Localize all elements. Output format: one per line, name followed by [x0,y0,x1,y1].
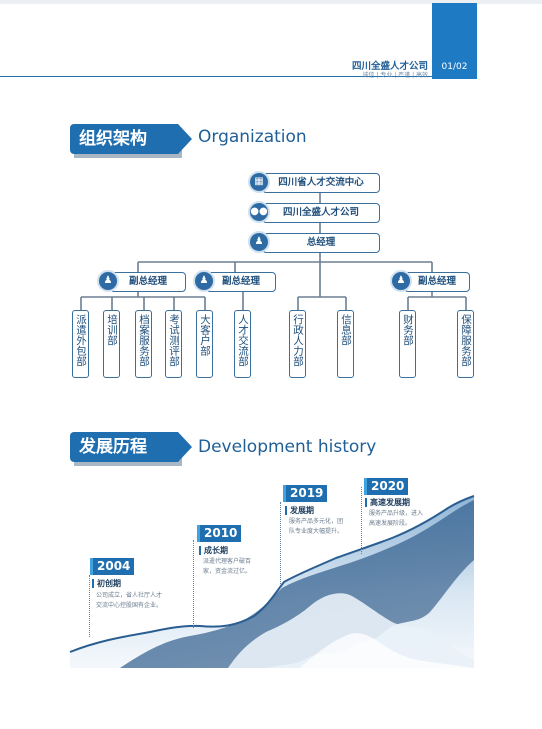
dept-label: 派遣外包部 [75,314,87,367]
milestone-line [193,540,194,628]
dept-label: 财务部 [402,314,414,346]
milestone-year: 2019 [283,485,328,502]
milestone-stage: 初创期 [92,578,121,589]
org-node-general-manager: 总经理 [262,233,380,253]
dept-admin-hr: 行政人力部 [289,310,306,378]
dept-dispatch: 派遣外包部 [72,310,89,378]
header-company: 四川全盛人才公司 [351,61,428,72]
history-section-title: 发展历程 [70,432,192,462]
dept-support: 保障服务部 [457,310,474,378]
header-rule [0,76,432,77]
dept-label: 档案服务部 [138,314,150,367]
milestone-desc: 服务产品多元化，团 队专业度大幅提升。 [289,517,343,537]
dept-information: 信息部 [337,310,354,378]
dept-training: 培训部 [103,310,120,378]
dept-archive: 档案服务部 [135,310,152,378]
dept-talent-exchange: 人才交流部 [234,310,251,378]
milestone-stage: 成长期 [199,545,228,556]
building-icon: ▦ [248,171,270,193]
milestone-year: 2004 [90,558,135,575]
milestone-line [280,502,281,584]
milestone-desc: 服务产品升级，进入 高速发展阶段。 [369,509,423,529]
milestone-desc: 公司成立，省人社厅人才 交流中心控股国有企业。 [96,591,162,611]
org-section-title-en: Organization [198,127,307,147]
dept-exam: 考试测评部 [165,310,182,378]
dept-label: 保障服务部 [460,314,472,367]
header-slogan: 诚信 | 专业 | 严谨 | 高效 [362,72,428,79]
milestone-desc-line: 服务产品升级，进入 [369,510,424,517]
milestone-year: 2020 [364,478,409,495]
person-icon: ♟ [390,270,412,292]
dept-label: 大客户部 [199,314,211,356]
milestone-desc-line: 交流中心控股国有企业。 [96,602,163,609]
milestone-desc: 派遣代理客户破百 家，资金流过亿。 [203,557,251,577]
page-tab [432,3,477,79]
milestone-desc-line: 派遣代理客户破百 [203,558,252,565]
person-icon: ♟ [97,270,119,292]
org-node-talent-center: 四川省人才交流中心 [262,173,380,193]
milestone-stage: 发展期 [285,505,314,516]
milestone-line [361,487,362,554]
milestone-desc-line: 公司成立，省人社厅人才 [96,592,163,599]
milestone-desc-line: 高速发展阶段。 [369,520,412,527]
dept-label: 培训部 [106,314,118,346]
person-icon: ♟ [193,270,215,292]
milestone-line [89,575,90,637]
dept-label: 人才交流部 [237,314,249,367]
page-number: 01/02 [441,62,468,72]
person-icon: ♟ [248,231,270,253]
growth-curve [69,495,475,653]
org-section-title: 组织架构 [70,124,192,154]
milestone-desc-line: 家，资金流过亿。 [203,568,252,575]
milestone-stage: 高速发展期 [365,497,410,508]
org-node-company: 四川全盛人才公司 [262,203,380,223]
dept-key-accounts: 大客户部 [196,310,213,378]
dept-finance: 财务部 [399,310,416,378]
milestone-desc-line: 队专业度大幅提升。 [289,528,344,535]
history-section-title-en: Development history [198,437,377,457]
top-strip [0,0,542,4]
dept-label: 考试测评部 [168,314,180,367]
org-node-deputy-1: 副总经理 [110,272,186,292]
dept-label: 信息部 [340,314,352,346]
dept-label: 行政人力部 [292,314,304,367]
milestone-desc-line: 服务产品多元化，团 [289,518,344,525]
group-icon: ●● [248,201,270,223]
milestone-year: 2010 [197,525,242,542]
